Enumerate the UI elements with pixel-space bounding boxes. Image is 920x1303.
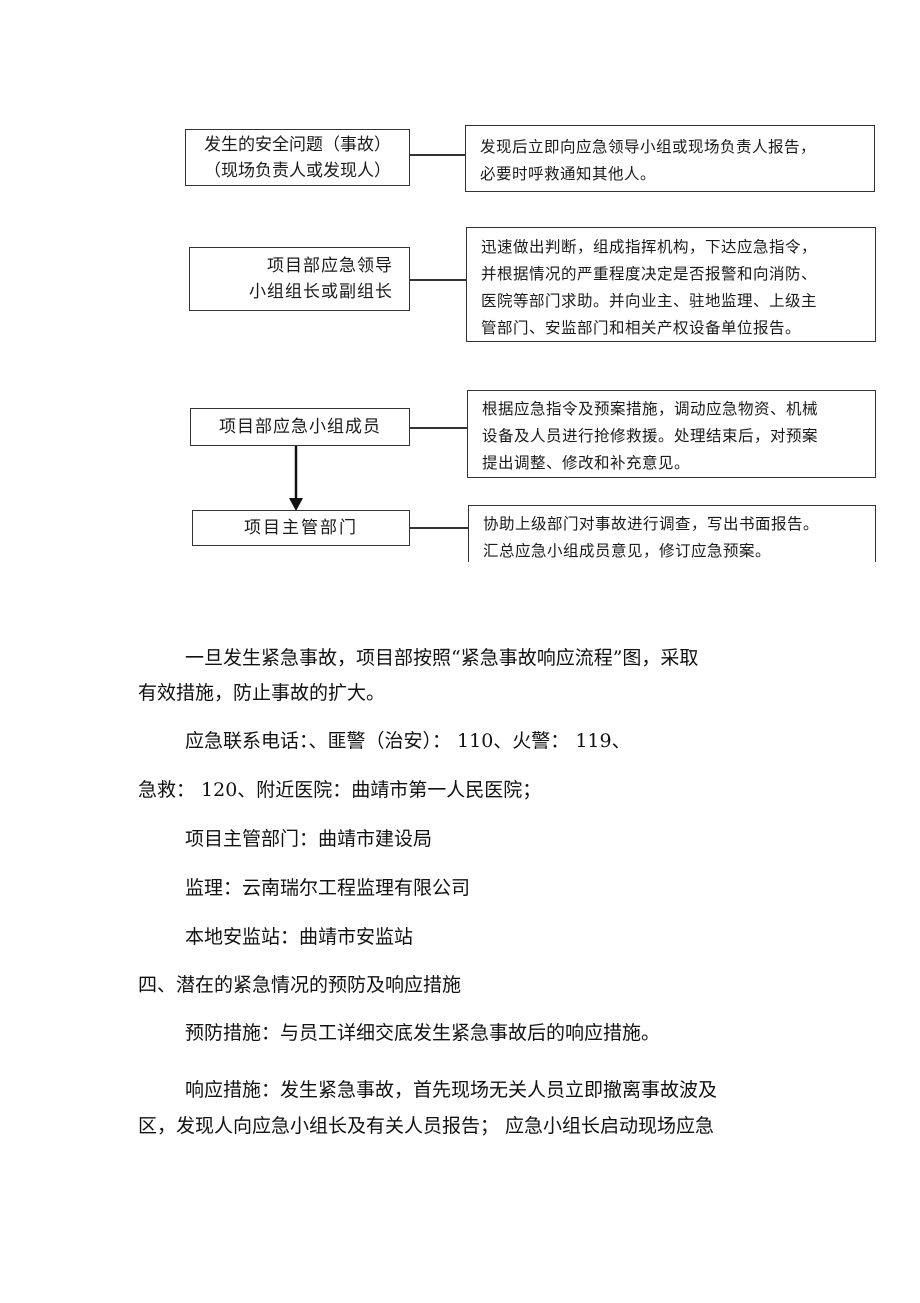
- paragraph-supervisor: 监理：云南瑞尔工程监理有限公司: [185, 877, 471, 899]
- step4-right-line: 协助上级部门对事故进行调查，写出书面报告。: [483, 515, 820, 533]
- step3-right-line: 提出调整、修改和补充意见。: [482, 454, 691, 472]
- step2-right-line: 并根据情况的严重程度决定是否报警和向消防、: [481, 265, 818, 283]
- step1-left-box: 发生的安全问题（事故） （现场负责人或发现人）: [185, 129, 410, 186]
- paragraph-response-measures-line1: 响应措施：发生紧急事故，首先现场无关人员立即撤离事故波及: [185, 1079, 718, 1101]
- step4-left-box: 项目主管部门: [192, 510, 410, 546]
- step1-left-line: 发生的安全问题（事故）: [204, 134, 391, 155]
- step1-connector: [410, 154, 465, 156]
- step3-right-box: 根据应急指令及预案措施，调动应急物资、机械 设备及人员进行抢修救援。处理结束后，…: [467, 390, 876, 478]
- step3-left-line: 项目部应急小组成员: [219, 417, 381, 437]
- step2-left-line: 项目部应急领导: [267, 256, 393, 276]
- step2-left-line: 小组组长或副组长: [249, 282, 393, 302]
- step4-right-line: 汇总应急小组成员意见，修订应急预案。: [483, 542, 772, 560]
- step2-connector: [410, 279, 466, 281]
- step3-right-line: 根据应急指令及预案措施，调动应急物资、机械: [482, 400, 819, 418]
- step2-right-box: 迅速做出判断，组成指挥机构，下达应急指令， 并根据情况的严重程度决定是否报警和向…: [466, 227, 876, 342]
- step1-left-line: （现场负责人或发现人）: [204, 160, 391, 181]
- step2-right-line: 医院等部门求助。并向业主、驻地监理、上级主: [481, 292, 818, 310]
- step4-connector: [410, 527, 468, 529]
- step2-right-line: 迅速做出判断，组成指挥机构，下达应急指令，: [481, 238, 818, 256]
- step3-right-line: 设备及人员进行抢修救援。处理结束后，对预案: [482, 427, 819, 445]
- step4-left-line: 项目主管部门: [244, 518, 358, 538]
- paragraph-safety-station: 本地安监站：曲靖市安监站: [185, 926, 414, 948]
- emergency-response-flowchart: 发生的安全问题（事故） （现场负责人或发现人） 发现后立即向应急领导小组或现场负…: [0, 0, 920, 600]
- paragraph-response-intro-line2: 有效措施，防止事故的扩大。: [138, 682, 386, 704]
- step3-left-box: 项目部应急小组成员: [190, 408, 410, 446]
- paragraph-response-measures-line2: 区，发现人向应急小组长及有关人员报告； 应急小组长启动现场应急: [138, 1115, 715, 1137]
- step1-right-box: 发现后立即向应急领导小组或现场负责人报告， 必要时呼救通知其他人。: [465, 125, 875, 192]
- crop-mask: [460, 562, 890, 582]
- step2-right-line: 管部门、安监部门和相关产权设备单位报告。: [481, 319, 802, 337]
- paragraph-prevention: 预防措施：与员工详细交底发生紧急事故后的响应措施。: [185, 1022, 661, 1044]
- section-heading-4: 四、潜在的紧急情况的预防及响应措施: [138, 974, 462, 996]
- step1-right-line: 必要时呼救通知其他人。: [480, 165, 657, 183]
- paragraph-authority: 项目主管部门：曲靖市建设局: [185, 828, 433, 850]
- step2-left-box: 项目部应急领导 小组组长或副组长: [189, 247, 410, 311]
- paragraph-response-intro-line1: 一旦发生紧急事故，项目部按照“紧急事故响应流程”图，采取: [185, 647, 699, 669]
- step1-right-line: 发现后立即向应急领导小组或现场负责人报告，: [480, 138, 817, 156]
- step3-connector: [410, 427, 467, 429]
- down-arrow-icon: [289, 446, 303, 511]
- paragraph-contact-phones-line2: 急救： 120、附近医院：曲靖市第一人民医院；: [138, 779, 542, 801]
- paragraph-contact-phones-line1: 应急联系电话：、匪警（治安）： 110、火警： 119、: [185, 730, 631, 752]
